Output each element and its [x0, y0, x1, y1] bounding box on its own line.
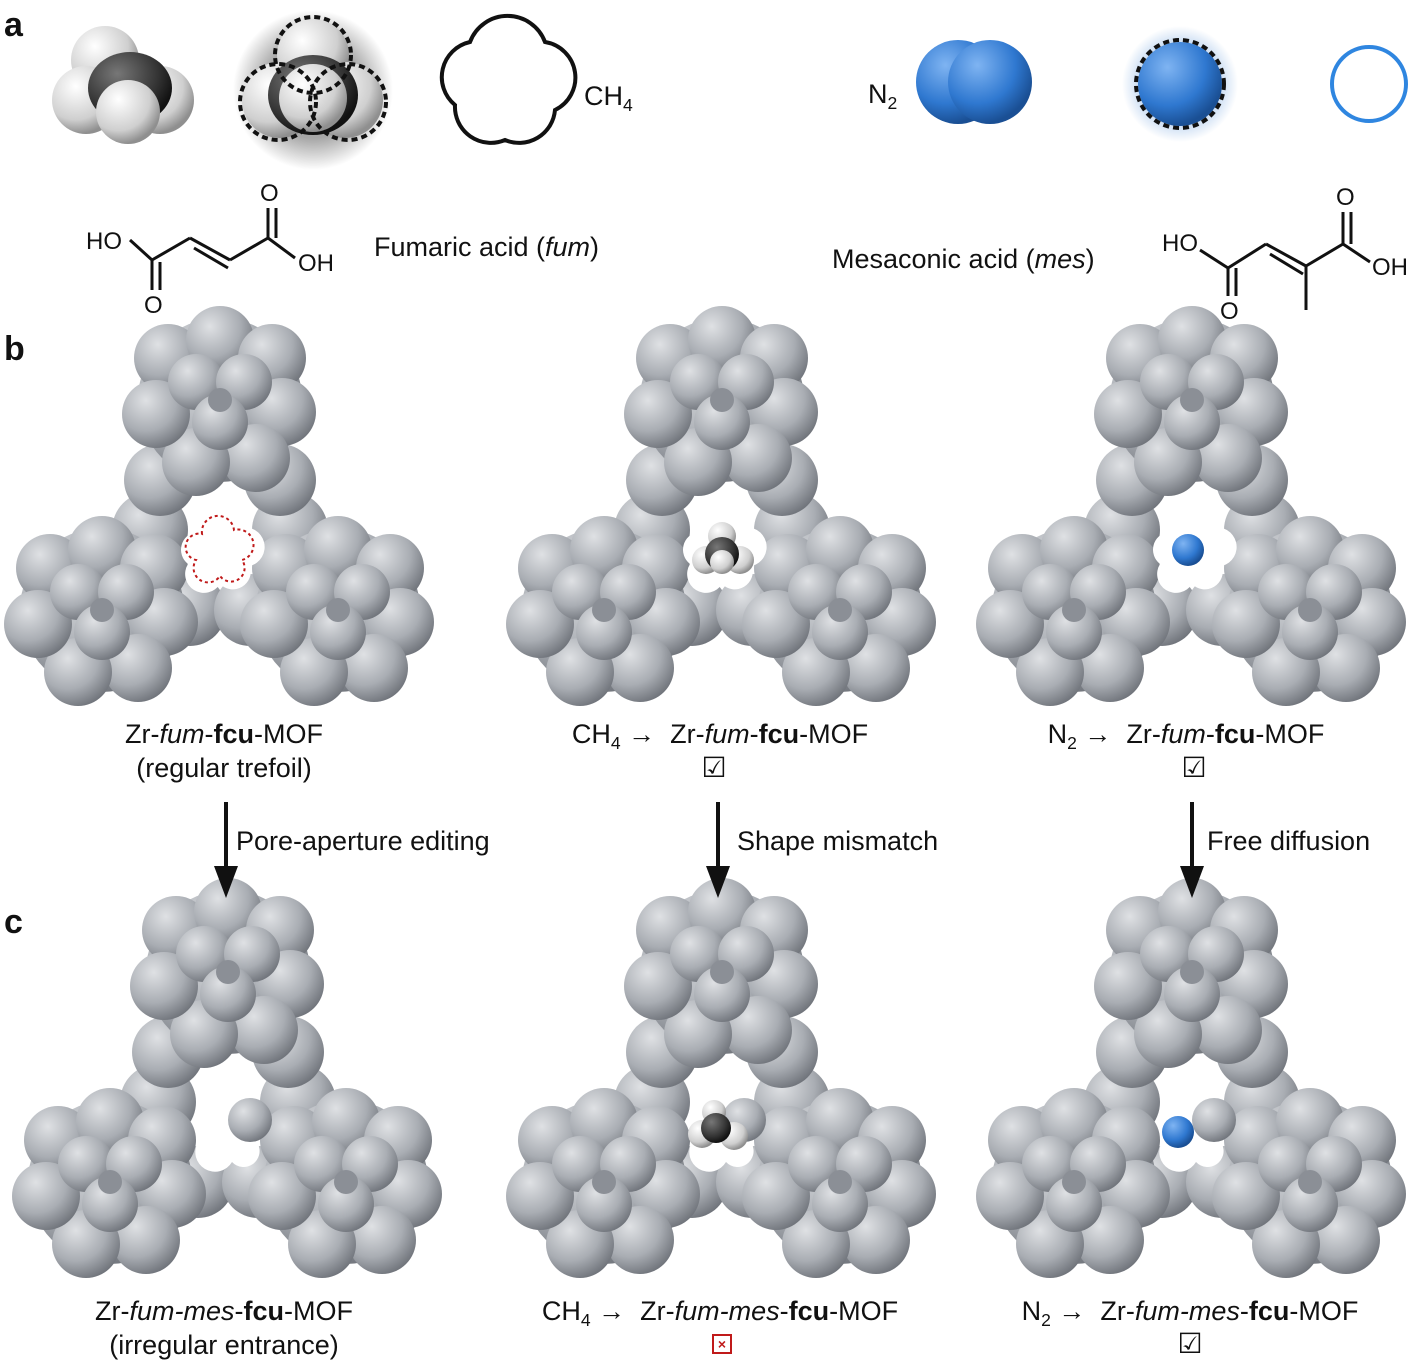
caption-b2-line1: CH4 → Zr-fum-fcu-MOF	[571, 719, 869, 754]
caption-c2-line1: CH4 → Zr-fum-mes-fcu-MOF	[541, 1296, 899, 1331]
mof-fum-ch4	[506, 306, 936, 706]
caption-c1-line2: (irregular entrance)	[109, 1330, 339, 1360]
mes-oh-label: OH	[1372, 254, 1408, 281]
mof-fum-mes-irregular	[12, 878, 442, 1278]
caption-b1-line2: (regular trefoil)	[136, 753, 312, 783]
mof-graphics	[0, 330, 1410, 1370]
arrow-mid	[706, 802, 730, 898]
caption-c3-line1: N2 → Zr-fum-mes-fcu-MOF	[1021, 1296, 1359, 1331]
panel-letter-b: b	[4, 330, 25, 368]
mes-o-bottom-label: O	[1220, 298, 1239, 325]
n2-circle-outline-icon	[1330, 45, 1408, 123]
fum-oh-label: OH	[298, 250, 334, 277]
mof-fum-regular	[4, 306, 434, 706]
panel-a-graphics	[52, 10, 1408, 310]
ch4-label: CH4	[584, 81, 633, 116]
check-b3-icon: ☑	[1181, 752, 1207, 783]
trefoil-pore-red-outline	[184, 514, 255, 584]
fum-o-bottom-label: O	[144, 292, 163, 319]
caption-b3-line1: N2 → Zr-fum-fcu-MOF	[1047, 719, 1325, 754]
mof-fum-mes-ch4	[506, 878, 936, 1278]
fum-ho-label: HO	[86, 228, 122, 255]
check-c3-icon: ☑	[1177, 1328, 1203, 1359]
ch4-outline-icon	[233, 10, 393, 170]
caption-c1-line1: Zr-fum-mes-fcu-MOF	[95, 1296, 353, 1326]
fumaric-acid-label: Fumaric acid (fum)	[374, 232, 600, 262]
mof-fum-mes-n2	[976, 878, 1406, 1278]
check-b2-icon: ☑	[701, 752, 727, 783]
arrow-label-mid: Shape mismatch	[737, 826, 939, 856]
n2-label: N2	[868, 79, 898, 114]
arrow-label-right: Free diffusion	[1207, 826, 1371, 856]
arrow-label-left: Pore-aperture editing	[236, 826, 490, 856]
n2-outline-icon	[1122, 26, 1238, 142]
fumaric-acid-structure	[128, 208, 296, 290]
mof-fum-n2	[976, 306, 1406, 706]
arrow-right	[1180, 802, 1204, 898]
caption-b1-line1: Zr-fum-fcu-MOF	[125, 719, 323, 749]
fum-o-top-label: O	[260, 180, 279, 207]
panel-letter-c: c	[4, 903, 23, 941]
mes-o-top-label: O	[1336, 184, 1355, 211]
arrow-left	[214, 802, 238, 898]
mesaconic-acid-label: Mesaconic acid (mes)	[832, 244, 1095, 274]
trefoil-outline-icon	[439, 14, 578, 145]
cross-c2-icon: ×	[712, 1334, 732, 1354]
panel-letter-a: a	[4, 6, 23, 44]
mesaconic-acid-structure	[1199, 212, 1371, 310]
n2-spacefill-icon	[916, 40, 1032, 124]
mes-ho-label: HO	[1162, 230, 1198, 257]
ch4-spacefill-icon	[52, 26, 194, 144]
